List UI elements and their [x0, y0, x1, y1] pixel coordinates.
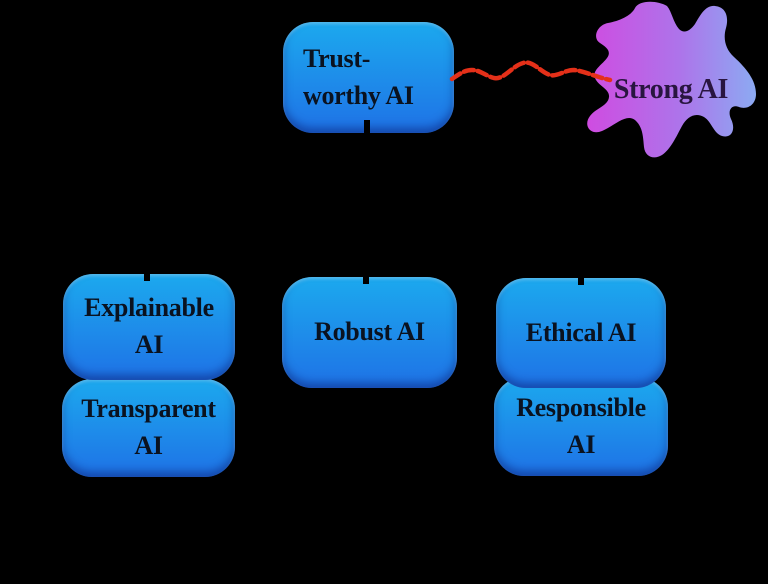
strong-ai-blob-shape: [587, 1, 756, 158]
node-responsible-ai: Responsible AI: [494, 377, 668, 476]
node-explainable-ai-label: Explainable AI: [84, 293, 214, 359]
node-strong-ai: Strong AI: [583, 0, 768, 162]
node-responsible-ai-label: Responsible AI: [516, 392, 646, 459]
node-strong-ai-label: Strong AI: [613, 74, 729, 105]
node-trustworthy-ai: Trust- worthy AI: [283, 22, 454, 133]
node-trustworthy-ai-label: Trust- worthy AI: [303, 43, 414, 110]
node-robust-ai-label: Robust AI: [314, 317, 425, 347]
node-transparent-ai-label: Transparent AI: [81, 394, 216, 460]
node-ethical-ai: Ethical AI: [496, 278, 666, 388]
node-explainable-ai: Explainable AI: [63, 274, 235, 380]
node-transparent-ai: Transparent AI: [62, 379, 235, 477]
node-robust-ai: Robust AI: [282, 277, 457, 388]
node-ethical-ai-label: Ethical AI: [525, 317, 637, 347]
